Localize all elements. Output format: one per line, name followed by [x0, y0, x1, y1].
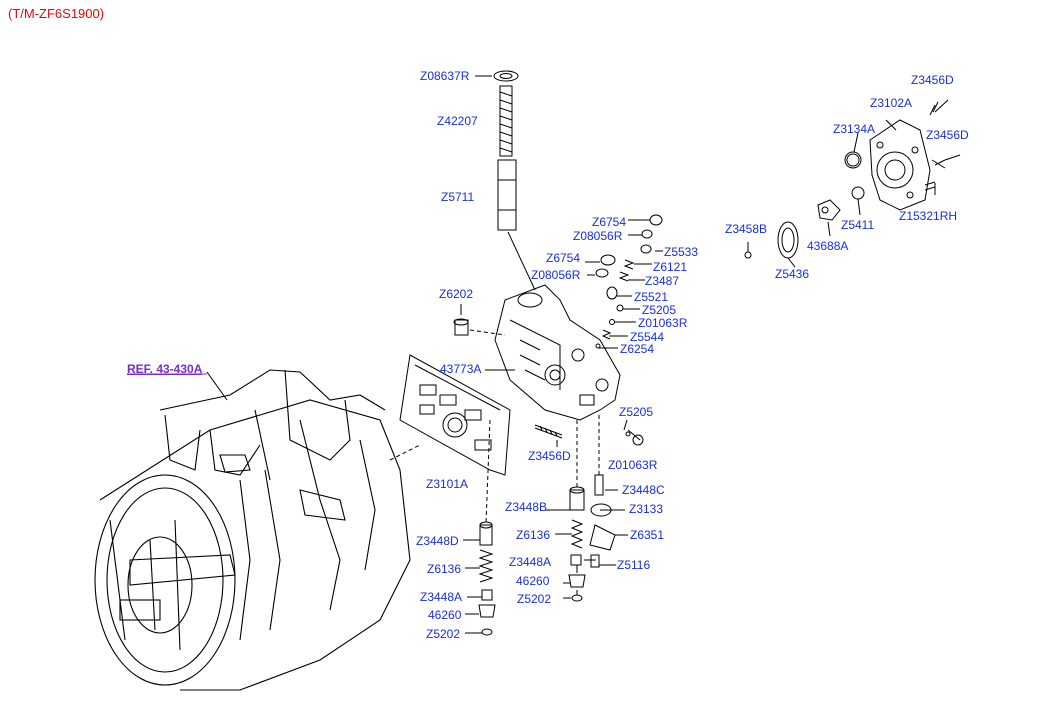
part-label-z3133[interactable]: Z3133 — [629, 502, 664, 516]
part-label-z3456d-b[interactable]: Z3456D — [926, 128, 969, 142]
part-label-z15321rh[interactable]: Z15321RH — [899, 209, 958, 223]
part-label-z5521[interactable]: Z5521 — [634, 290, 669, 304]
part-label-z6136-a[interactable]: Z6136 — [516, 528, 551, 542]
part-label-46260-a[interactable]: 46260 — [516, 574, 550, 588]
part-label-z3448b[interactable]: Z3448B — [505, 500, 548, 514]
part-label-z6121[interactable]: Z6121 — [653, 260, 688, 274]
part-label-z6136-b[interactable]: Z6136 — [427, 562, 462, 576]
transmission-housing — [94, 369, 411, 691]
part-label-z3487[interactable]: Z3487 — [645, 274, 680, 288]
part-label-43688a[interactable]: 43688A — [807, 239, 849, 253]
part-label-z6754-a[interactable]: Z6754 — [592, 215, 627, 229]
part-label-z01063r-a[interactable]: Z01063R — [638, 316, 688, 330]
part-label-z3101a[interactable]: Z3101A — [426, 477, 469, 491]
part-label-43773a[interactable]: 43773A — [440, 362, 482, 376]
part-label-z42207[interactable]: Z42207 — [437, 114, 478, 128]
gasket-plate — [399, 354, 511, 476]
part-label-z3448a-a[interactable]: Z3448A — [509, 555, 552, 569]
part-label-z3448d[interactable]: Z3448D — [416, 534, 459, 548]
part-label-z08056r-a[interactable]: Z08056R — [573, 229, 623, 243]
part-label-z3448c[interactable]: Z3448C — [622, 483, 665, 497]
part-label-z5116[interactable]: Z5116 — [617, 558, 651, 572]
part-label-z5205-b[interactable]: Z5205 — [619, 405, 654, 419]
diagram-header: (T/M-ZF6S1900) — [8, 6, 105, 21]
part-label-z5202-a[interactable]: Z5202 — [517, 592, 552, 606]
part-label-z6254[interactable]: Z6254 — [620, 342, 655, 356]
part-label-z08056r-b[interactable]: Z08056R — [531, 268, 581, 282]
part-label-z6351[interactable]: Z6351 — [630, 528, 665, 542]
part-label-z5202-b[interactable]: Z5202 — [426, 627, 461, 641]
part-label-z3134a[interactable]: Z3134A — [833, 122, 876, 136]
part-label-z5411[interactable]: Z5411 — [841, 218, 875, 232]
part-label-z3456d-a[interactable]: Z3456D — [911, 73, 954, 87]
part-label-z5533[interactable]: Z5533 — [664, 245, 699, 259]
part-label-z3102a[interactable]: Z3102A — [870, 96, 913, 110]
part-label-z3456d-c[interactable]: Z3456D — [528, 449, 571, 463]
reference-label[interactable]: REF. 43-430A — [127, 362, 203, 376]
part-label-z5544[interactable]: Z5544 — [630, 330, 665, 344]
part-label-z01063r-b[interactable]: Z01063R — [608, 458, 658, 472]
part-label-z3458b[interactable]: Z3458B — [725, 222, 768, 236]
part-label-z5711[interactable]: Z5711 — [441, 190, 475, 204]
part-label-z5436[interactable]: Z5436 — [775, 267, 810, 281]
pump-assembly — [869, 119, 931, 211]
part-label-z6754-b[interactable]: Z6754 — [546, 251, 581, 265]
part-label-z08637r[interactable]: Z08637R — [420, 69, 470, 83]
part-label-46260-b[interactable]: 46260 — [428, 608, 462, 622]
part-label-z6202[interactable]: Z6202 — [439, 287, 474, 301]
part-label-z3448a-b[interactable]: Z3448A — [420, 590, 463, 604]
part-label-z5205-a[interactable]: Z5205 — [642, 303, 677, 317]
valve-body — [494, 284, 621, 421]
